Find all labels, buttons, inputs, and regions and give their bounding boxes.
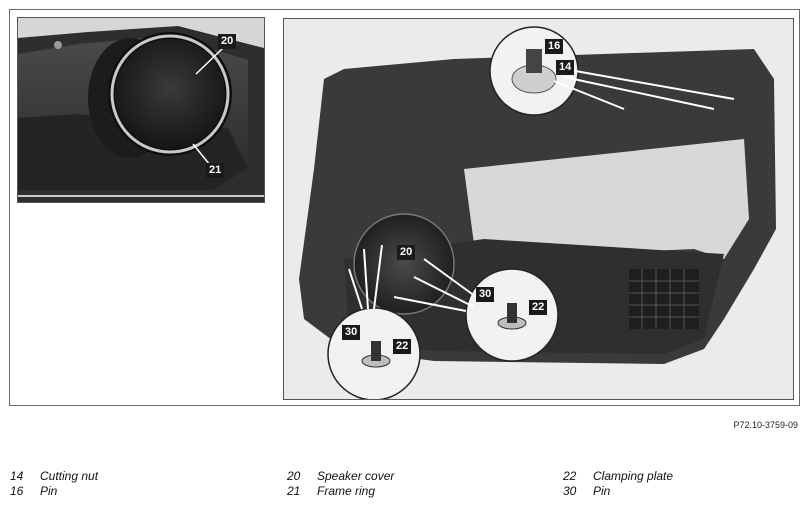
callout-detail-a-pin: 30 (476, 287, 495, 302)
callout-left-speaker-cover: 20 (218, 34, 237, 49)
legend-item: 14 Cutting nut (10, 469, 98, 484)
figure-reference: P72.10-3759-09 (733, 420, 798, 430)
legend-column-2: 20 Speaker cover 21 Frame ring (287, 469, 394, 499)
door-panel-photo (283, 18, 794, 400)
legend-label: Frame ring (317, 484, 376, 498)
legend-item: 22 Clamping plate (563, 469, 673, 484)
callout-cutting-nut: 14 (556, 60, 575, 75)
legend-number: 30 (563, 484, 577, 498)
legend-label: Pin (40, 484, 58, 498)
legend-label: Speaker cover (317, 469, 395, 483)
callout-pin-top: 16 (545, 39, 564, 54)
callout-detail-b-plate: 22 (393, 339, 412, 354)
callout-right-speaker-cover: 20 (397, 245, 416, 260)
legend-item: 16 Pin (10, 484, 98, 499)
legend-column-3: 22 Clamping plate 30 Pin (563, 469, 673, 499)
legend-number: 21 (287, 484, 301, 498)
callout-detail-b-pin: 30 (342, 325, 361, 340)
legend-column-1: 14 Cutting nut 16 Pin (10, 469, 98, 499)
legend-label: Clamping plate (593, 469, 674, 483)
legend-item: 20 Speaker cover (287, 469, 394, 484)
legend-number: 16 (10, 484, 24, 498)
callout-left-frame-ring: 21 (206, 163, 225, 178)
legend-number: 14 (10, 469, 24, 483)
speaker-closeup-photo (17, 17, 265, 203)
legend-number: 22 (563, 469, 577, 483)
legend-label: Pin (593, 484, 611, 498)
legend-item: 30 Pin (563, 484, 673, 499)
legend-item: 21 Frame ring (287, 484, 394, 499)
legend-number: 20 (287, 469, 301, 483)
legend-label: Cutting nut (40, 469, 99, 483)
callout-detail-a-plate: 22 (529, 300, 548, 315)
